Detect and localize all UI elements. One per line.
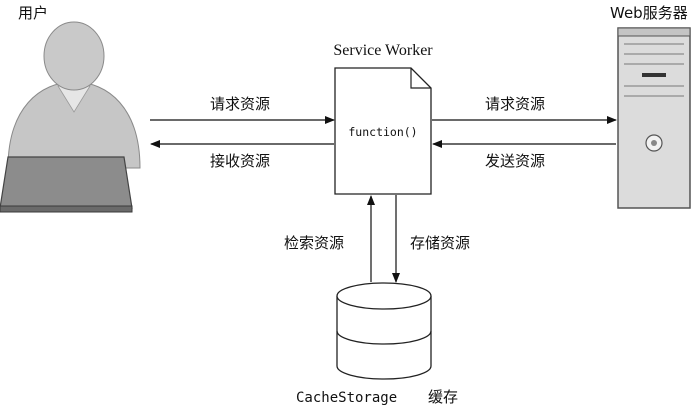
store-label: 存储资源 (410, 234, 470, 252)
user-label: 用户 (18, 4, 48, 22)
request-left-label: 请求资源 (210, 95, 270, 113)
person-with-laptop-icon (0, 21, 141, 213)
database-cylinder-icon (336, 282, 432, 380)
tower-server-icon (617, 27, 691, 209)
receive-left-label: 接收资源 (210, 152, 270, 170)
retrieve-label: 检索资源 (284, 234, 344, 252)
document-icon (334, 67, 432, 195)
request-right-label: 请求资源 (485, 95, 545, 113)
cache-suffix-label: 缓存 (428, 388, 458, 406)
server-label: Web服务器 (610, 4, 688, 22)
cache-name-label: CacheStorage (296, 390, 397, 406)
service-worker-title: Service Worker (333, 42, 433, 59)
send-right-label: 发送资源 (485, 152, 545, 170)
function-label: function() (348, 125, 417, 139)
